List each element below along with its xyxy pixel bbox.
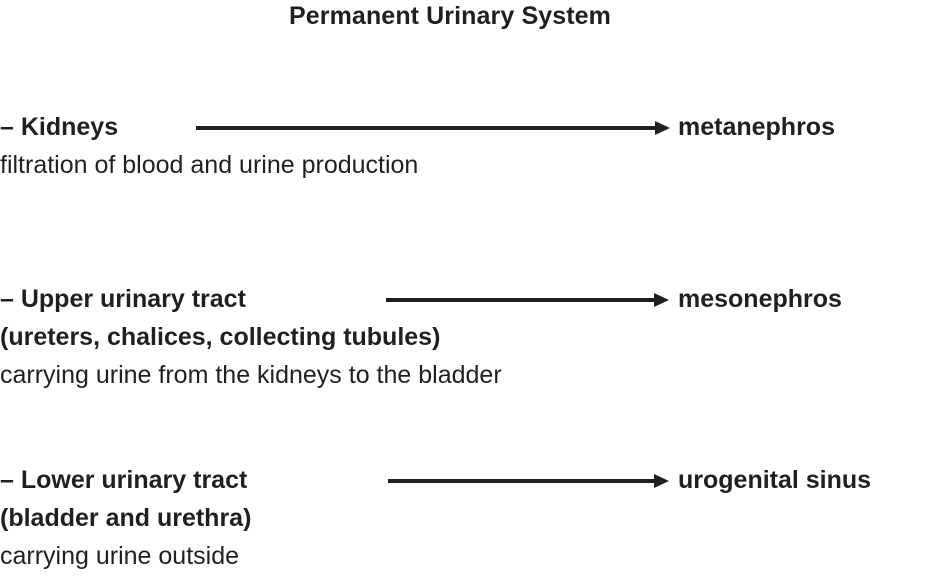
arrow-head <box>655 121 670 135</box>
arrow-shaft <box>388 479 655 483</box>
row-description: carrying urine outside <box>0 542 240 570</box>
row-target: metanephros <box>678 113 835 141</box>
row-label-group: – Kidneys filtration of blood and urine … <box>0 108 660 184</box>
row-label-secondary: (bladder and urethra) <box>0 504 252 532</box>
arrow-right-icon <box>388 471 669 491</box>
row-label-secondary: (ureters, chalices, collecting tubules) <box>0 323 441 351</box>
arrow-right-icon <box>386 290 669 310</box>
row-label-group: – Upper urinary tract (ureters, chalices… <box>0 280 660 394</box>
row-description: filtration of blood and urine production <box>0 151 419 179</box>
row-label: – Upper urinary tract <box>0 285 246 313</box>
row-target: urogenital sinus <box>678 466 872 494</box>
arrow-right-icon <box>196 118 670 138</box>
arrow-head <box>654 474 669 488</box>
row-label: – Lower urinary tract <box>0 466 248 494</box>
arrow-head <box>654 293 669 307</box>
arrow-shaft <box>386 298 655 302</box>
row-label-group: – Lower urinary tract (bladder and ureth… <box>0 461 660 575</box>
arrow-shaft <box>196 126 656 130</box>
row-target: mesonephros <box>678 285 842 313</box>
row-label: – Kidneys <box>0 113 119 141</box>
row-description: carrying urine from the kidneys to the b… <box>0 361 502 389</box>
page-title: Permanent Urinary System <box>289 2 611 30</box>
